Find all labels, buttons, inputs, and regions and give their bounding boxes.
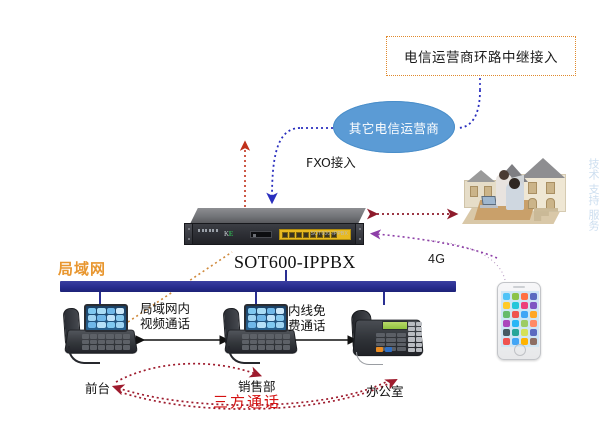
free-internal-call-line1: 内线免 (288, 303, 326, 318)
endpoint-label-reception: 前台 (85, 381, 111, 396)
ippbx-rack-ear-right (355, 223, 364, 245)
lan-backbone-bar (60, 281, 456, 292)
three-way-call-label: 三方通话 (213, 393, 282, 411)
ippbx-rack-ear-left (184, 223, 193, 245)
ippbx-model-silkscreen: SOT600-IPPBX (310, 231, 348, 237)
lan-video-call-label: 局域网内 视频通话 (140, 301, 190, 331)
fxo-label: FXO接入 (306, 155, 356, 170)
ippbx-console-port (250, 231, 272, 238)
endpoint-label-office: 办公室 (366, 384, 404, 399)
free-internal-call-line2: 费通话 (288, 318, 326, 333)
ippbx-caption: SOT600-IPPBX (234, 252, 356, 272)
carrier-trunk-callout-text: 电信运营商环路中继接入 (404, 50, 558, 66)
ippbx-brand-logo: KE (224, 230, 234, 238)
carrier-trunk-callout: 电信运营商环路中继接入 (386, 36, 576, 76)
operator-cloud: 其它电信运营商 (333, 101, 455, 153)
operator-cloud-label: 其它电信运营商 (348, 120, 440, 136)
free-internal-call-label: 内线免 费通话 (288, 303, 326, 333)
remote-home-office-illustration (458, 150, 576, 228)
connector-note-curve (456, 89, 481, 129)
ippbx-port-bank (279, 229, 351, 240)
mobile-home-screen (501, 291, 539, 347)
lan-video-call-line2: 视频通话 (140, 316, 191, 331)
ippbx-top-face (190, 208, 366, 224)
lan-video-call-line1: 局域网内 (140, 301, 191, 316)
mobile-phone-device (497, 282, 541, 360)
ippbx-appliance: KE SOT600-IPPBX (184, 208, 366, 248)
ip-phone-reception (62, 302, 139, 364)
mobile-link-label: 4G (428, 252, 446, 266)
ippbx-status-leds (198, 229, 218, 232)
connector-cloud-to-ippbx (266, 127, 301, 205)
ip-phone-sales (222, 302, 299, 364)
arc-reception-to-sales (115, 362, 263, 383)
lan-label: 局域网 (58, 260, 107, 278)
analog-phone-office (350, 302, 424, 365)
corner-watermark: 技术 支持 服务 (587, 158, 600, 231)
endpoint-label-sales: 销售部 (238, 379, 276, 394)
